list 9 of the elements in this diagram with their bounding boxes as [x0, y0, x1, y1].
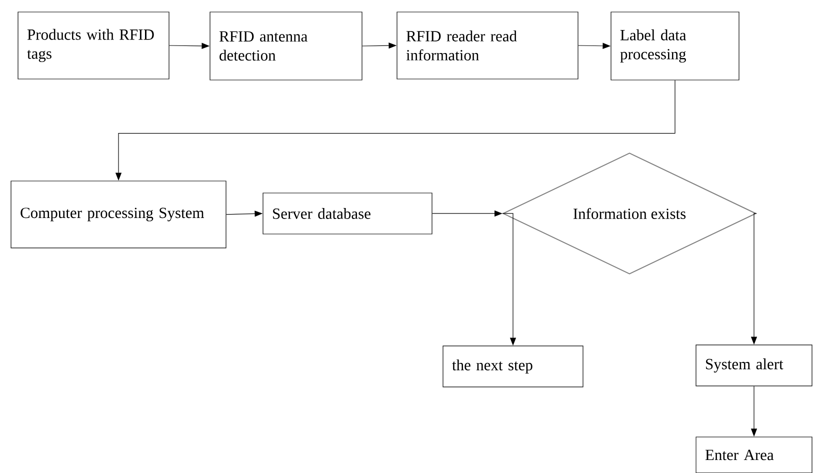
process-box: Computer processing System [10, 180, 226, 248]
process-box: RFID reader read information [396, 12, 578, 80]
process-box: RFID antenna detection [210, 12, 362, 80]
process-box: Server database [262, 192, 432, 234]
process-box: System alert [696, 344, 812, 386]
process-box: Enter Area [696, 436, 812, 473]
process-box: Label data processing [610, 12, 740, 80]
process-box: Products with RFID tags [18, 12, 170, 80]
process-box: the next step [442, 346, 584, 388]
